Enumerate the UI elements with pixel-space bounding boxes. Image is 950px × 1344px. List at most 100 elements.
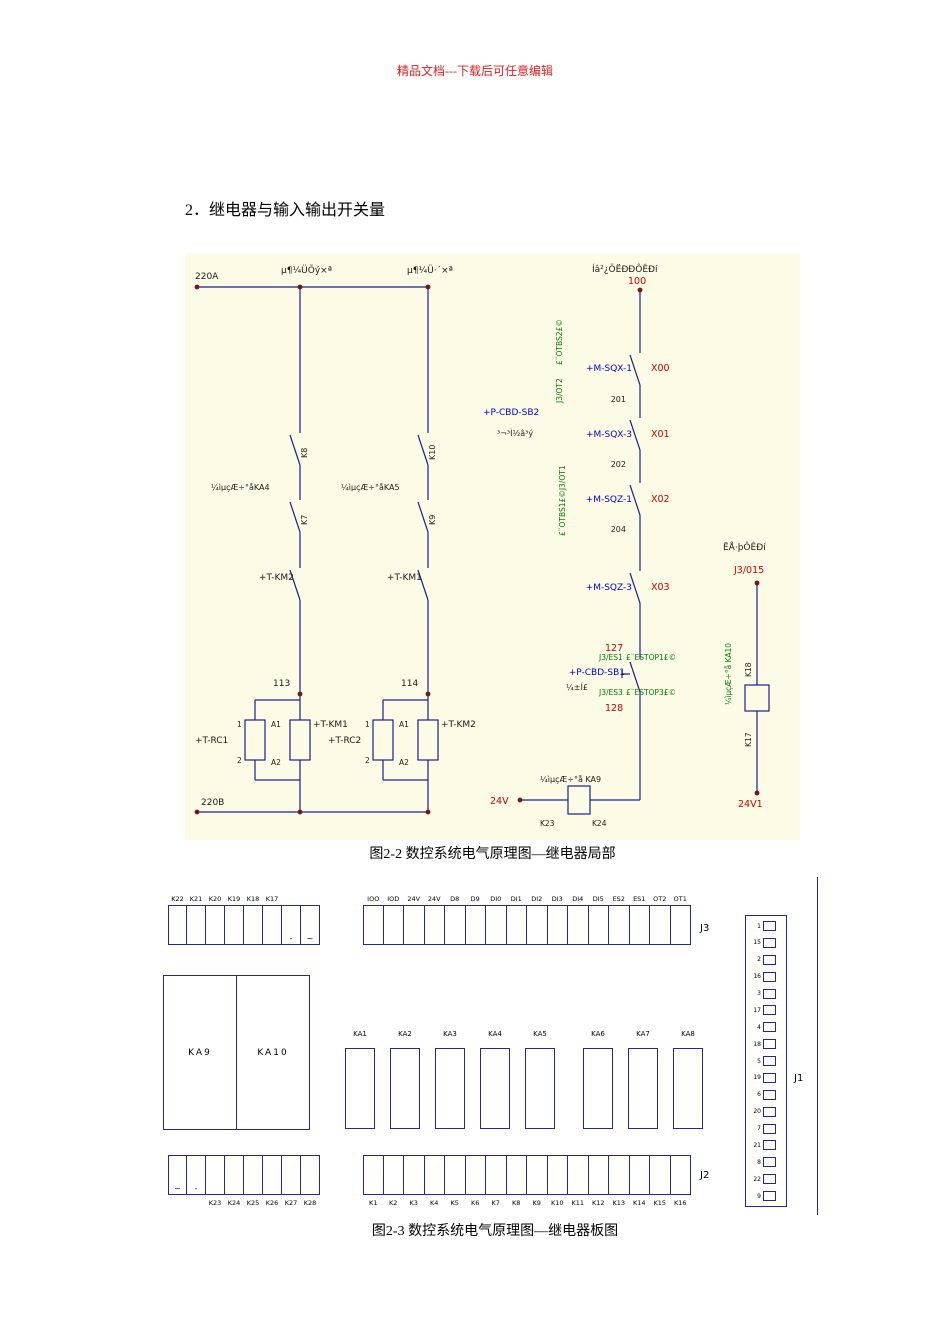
figure-2-3-caption: 图2-3 数控系统电气原理图—继电器板图 — [371, 1224, 619, 1239]
terminal-cell: K1 — [363, 1155, 384, 1207]
input-x01-label: X01 — [651, 429, 670, 440]
node-128-label: 128 — [605, 703, 623, 714]
supply-24v1-label: 24V1 — [738, 799, 763, 810]
terminal-cell: K20 — [206, 895, 225, 945]
terminal-label: K18 — [246, 895, 260, 903]
terminal-label: K23 — [208, 1199, 222, 1207]
terminal-cell: K15 — [650, 1155, 671, 1207]
j1-pin-row: 8 — [749, 1154, 783, 1170]
j1-pin-row: 6 — [749, 1087, 783, 1103]
terminal-label: DI1 — [510, 895, 522, 903]
limit-switch-sqz3-label: +M-SQZ-3 — [586, 583, 632, 593]
j1-pin — [763, 1072, 776, 1083]
terminal-cell: D9 — [465, 895, 486, 945]
rc2-label: +T-RC2 — [328, 736, 361, 746]
terminal-cell: K8 — [506, 1155, 527, 1207]
j1-pin-row: 7 — [749, 1121, 783, 1137]
terminal-label: K19 — [227, 895, 241, 903]
j1-pin-number: 2 — [757, 956, 761, 964]
j1-pin — [763, 1039, 776, 1050]
relay-board-ka9-note: ¼ìµçÆ÷°å KA9 — [540, 774, 601, 784]
terminal-label: K7 — [491, 1199, 500, 1207]
km2-contact-label: +T-KM2 — [259, 573, 294, 583]
j1-pin-number: 4 — [757, 1023, 761, 1031]
terminal-label: K24 — [227, 1199, 241, 1207]
terminal-cell: - — [282, 905, 301, 945]
terminal-cell: IOO — [363, 895, 384, 945]
estop1-tag: £¨ESTOP1£© — [626, 653, 676, 662]
relay-unit: KA2 — [390, 1030, 420, 1129]
contact-k8-label: K8 — [300, 448, 309, 458]
terminal-cell: 24V — [424, 895, 445, 945]
node-113-label: 113 — [273, 679, 290, 689]
j3-label: J3 — [700, 923, 710, 934]
bus-bottom-label: 220B — [201, 798, 224, 808]
terminal-cell: K27 — [282, 1155, 301, 1207]
terminal-cell: DI1 — [506, 895, 527, 945]
contact-k7-label: K7 — [300, 515, 309, 525]
j2-label: J2 — [700, 1170, 710, 1181]
j1-pin-number: 16 — [753, 973, 761, 981]
terminal-k17-label: K17 — [744, 732, 753, 747]
terminal-label: K5 — [450, 1199, 459, 1207]
terminal-cell: DI5 — [588, 895, 609, 945]
terminal-mark: - — [289, 934, 293, 943]
terminal-cell: K14 — [629, 1155, 650, 1207]
relay-label: KA2 — [398, 1030, 412, 1038]
node-202-label: 202 — [611, 460, 626, 469]
j1-pin-row: 18 — [749, 1036, 783, 1052]
terminal-cell: K6 — [465, 1155, 486, 1207]
figure-2-2-schematic: 220A 220B µ¶¼ÜÕý×ª µ¶¼Ü·´×ª K8 K7 K10 K9… — [185, 253, 800, 840]
input-x03-label: X03 — [651, 582, 670, 593]
terminal-cell: K7 — [486, 1155, 507, 1207]
terminal-cell: K12 — [588, 1155, 609, 1207]
relay-label: KA4 — [488, 1030, 502, 1038]
terminal-cell: ~ — [168, 1155, 187, 1195]
terminal-cell: OT2 — [650, 895, 671, 945]
terminal-cell: K21 — [187, 895, 206, 945]
km1-contact-label: +T-KM1 — [387, 573, 422, 583]
j1-pin-number: 15 — [753, 939, 761, 947]
terminal-label: K26 — [265, 1199, 279, 1207]
chain-title: Íâ²¿ÖËÐÐÔÊÐí — [592, 263, 658, 275]
j1-pin — [763, 937, 776, 948]
terminal-cell: ~ — [301, 905, 320, 945]
terminal-label: K27 — [284, 1199, 298, 1207]
terminal-label: IOD — [387, 895, 400, 903]
j1-pin-row: 9 — [749, 1188, 783, 1204]
relay-label: KA6 — [591, 1030, 605, 1038]
node-114-label: 114 — [401, 679, 418, 689]
figure-2-2-caption: 图2-2 数控系统电气原理图—继电器局部 — [369, 847, 616, 862]
j1-pin-number: 5 — [757, 1057, 761, 1065]
terminal-label: K2 — [389, 1199, 398, 1207]
terminal-cell: K2 — [383, 1155, 404, 1207]
terminal-cell: - — [187, 1155, 206, 1195]
relay-unit: KA4 — [480, 1030, 510, 1129]
node-201-label: 201 — [611, 395, 626, 404]
j1-pin-number: 6 — [757, 1091, 761, 1099]
terminal-label: DI2 — [531, 895, 543, 903]
terminal-label: ES2 — [612, 895, 625, 903]
terminal-k23-label: K23 — [540, 819, 555, 828]
limit-switch-sqx1-label: +M-SQX-1 — [586, 364, 632, 374]
terminal-label: K21 — [189, 895, 203, 903]
j1-pin-row: 21 — [749, 1137, 783, 1153]
terminal-label: K13 — [612, 1199, 626, 1207]
terminal-cell: K10 — [547, 1155, 568, 1207]
relay-ka9-ka10-block: KA9 KA10 — [163, 975, 310, 1130]
j1-pin-row: 3 — [749, 986, 783, 1002]
terminal-label: K6 — [471, 1199, 480, 1207]
j1-pin — [763, 988, 776, 999]
rc1-terminal-2: 2 — [237, 756, 242, 765]
terminal-label: K16 — [673, 1199, 687, 1207]
terminal-label: 24V — [427, 895, 441, 903]
j1-pin-number: 18 — [753, 1040, 761, 1048]
relay-label: KA5 — [533, 1030, 547, 1038]
input-x02-label: X02 — [651, 494, 670, 505]
terminal-cell: K9 — [527, 1155, 548, 1207]
relay-label: KA7 — [636, 1030, 650, 1038]
servo-enable-title: ËÅ·þÔÊÐí — [723, 541, 766, 553]
